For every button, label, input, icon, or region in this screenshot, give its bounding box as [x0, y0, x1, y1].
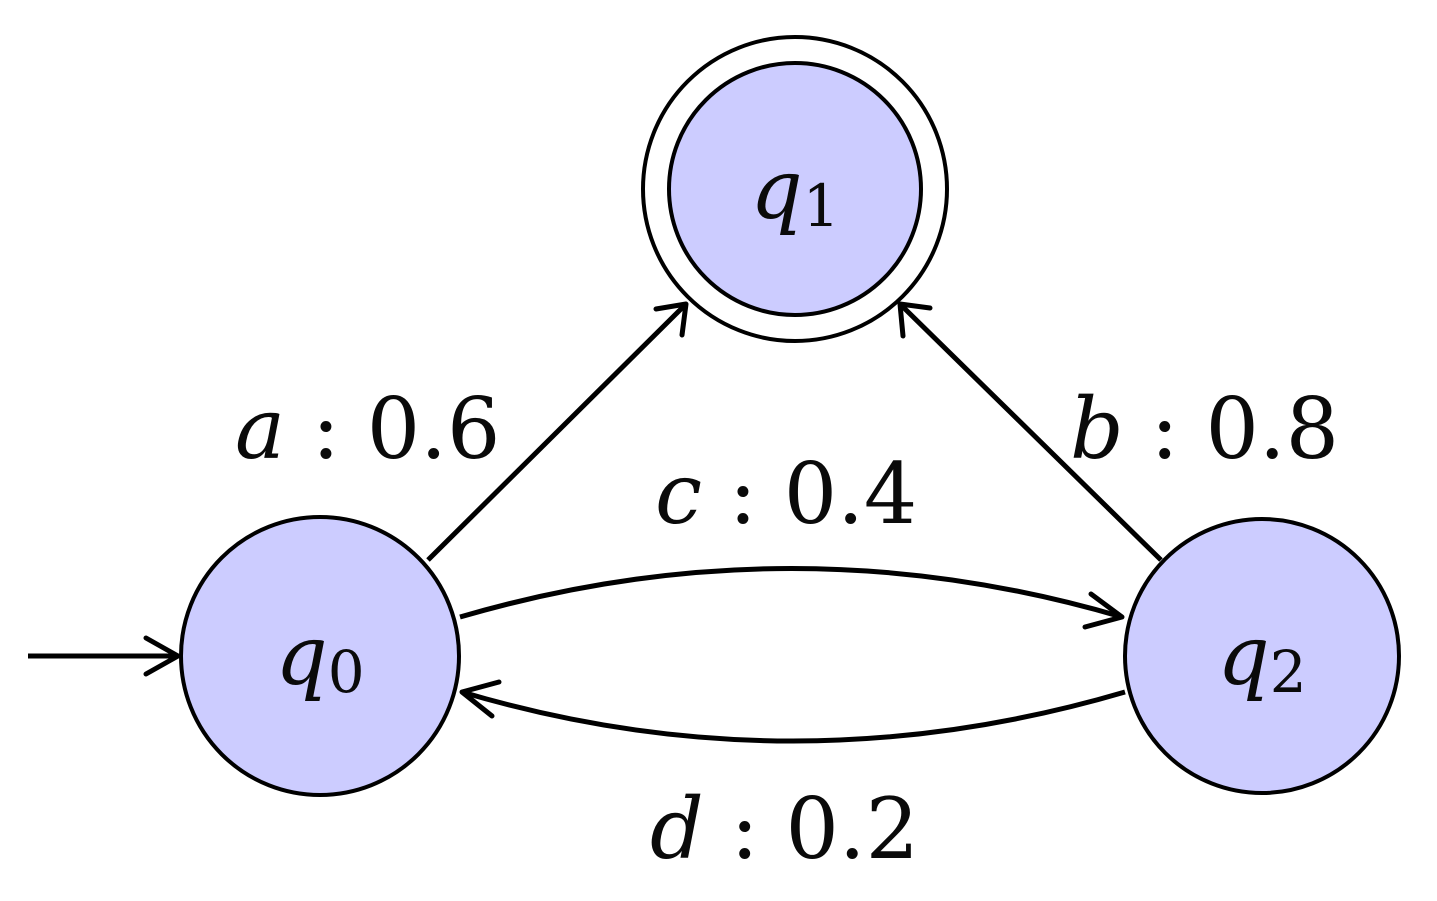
edge-label-q0-q2: c : 0.4	[655, 445, 917, 543]
state-q1-circle	[667, 61, 923, 317]
edge-q0-to-q1	[426, 301, 689, 562]
state-q0-circle	[179, 515, 461, 797]
state-q0[interactable]: q0	[179, 515, 461, 797]
state-q2-circle	[1123, 517, 1401, 795]
initial-arrow	[28, 635, 181, 677]
state-q1-label: q1	[750, 143, 839, 240]
edge-q2-to-q1	[897, 301, 1163, 562]
edge-label-q0-q1: a : 0.6	[235, 380, 500, 478]
edge-label-q2-q1: b : 0.8	[1070, 380, 1339, 478]
state-q1[interactable]: q1	[641, 35, 949, 343]
edge-q0-to-q2	[459, 566, 1125, 630]
state-q0-label: q0	[275, 609, 364, 706]
edge-label-q2-q0: d : 0.2	[650, 780, 919, 878]
state-q2-label: q2	[1217, 609, 1306, 706]
edge-q2-to-q0	[459, 679, 1126, 744]
state-q2[interactable]: q2	[1123, 517, 1401, 795]
